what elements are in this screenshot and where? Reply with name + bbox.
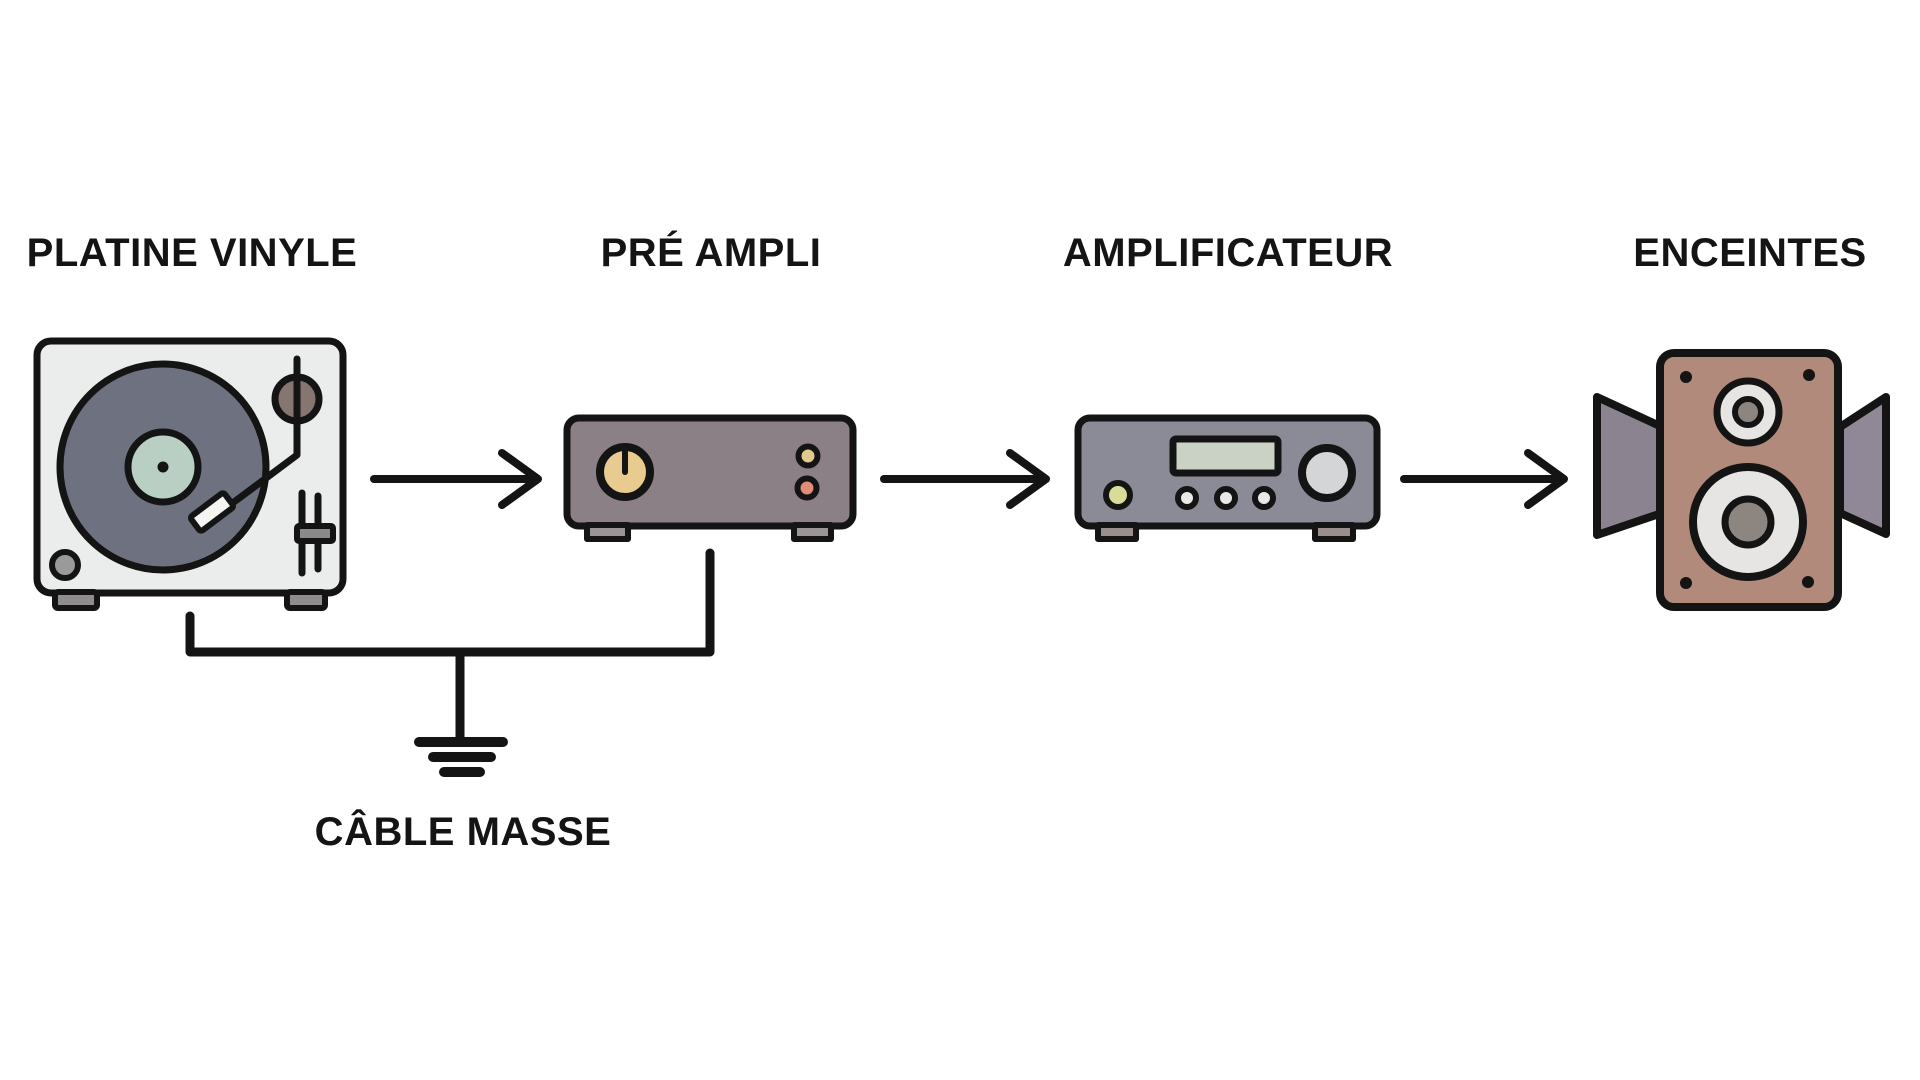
arrow-right-icon [370, 449, 542, 509]
ground-cable-wire [185, 548, 715, 777]
preamp-led-bottom [794, 475, 820, 501]
amplifier-icon [1074, 414, 1381, 542]
amplifier-display [1169, 435, 1282, 477]
preamp-foot-left [584, 522, 631, 542]
preamp-body [563, 414, 857, 530]
amplifier-foot-right [1312, 522, 1356, 542]
tonearm-headshell [188, 490, 236, 534]
tweeter-inner [1732, 396, 1764, 428]
record-spindle [157, 461, 169, 473]
speaker-icon [1593, 349, 1890, 611]
amplifier-button-3 [1252, 486, 1276, 510]
turntable-label: PLATINE VINYLE [26, 231, 358, 275]
ground-wire-path [185, 548, 715, 657]
tonearm [230, 355, 301, 506]
speaker-wing-right [1836, 393, 1890, 538]
speaker-wing-left [1593, 393, 1666, 539]
pitch-slider-handle [294, 523, 336, 544]
turntable-foot-left [52, 589, 100, 611]
amplifier-label: AMPLIFICATEUR [1062, 231, 1394, 275]
woofer-inner [1721, 495, 1775, 549]
speakers-label: ENCEINTES [1633, 231, 1867, 275]
cabinet-screw [1803, 369, 1815, 381]
cabinet-screw [1680, 371, 1692, 383]
turntable-foot-right [284, 589, 328, 611]
ground-symbol [414, 647, 508, 777]
amplifier-volume-knob [1298, 444, 1356, 502]
corner-knob [49, 549, 81, 581]
arrow-right-icon [880, 449, 1050, 509]
preamp-label: PRÉ AMPLI [600, 231, 822, 275]
preamp-icon [563, 414, 857, 542]
arrow-right-icon [1400, 449, 1568, 509]
preamp-led-top [795, 443, 821, 469]
amplifier-button-2 [1214, 486, 1238, 510]
preamp-foot-right [791, 522, 834, 542]
amplifier-power-button [1103, 480, 1133, 510]
cabinet-screw [1802, 576, 1814, 588]
ground-cable-label: CÂBLE MASSE [314, 810, 612, 854]
amplifier-foot-left [1095, 522, 1139, 542]
turntable-icon [33, 337, 347, 611]
cabinet-screw [1680, 577, 1692, 589]
amplifier-button-1 [1175, 486, 1199, 510]
